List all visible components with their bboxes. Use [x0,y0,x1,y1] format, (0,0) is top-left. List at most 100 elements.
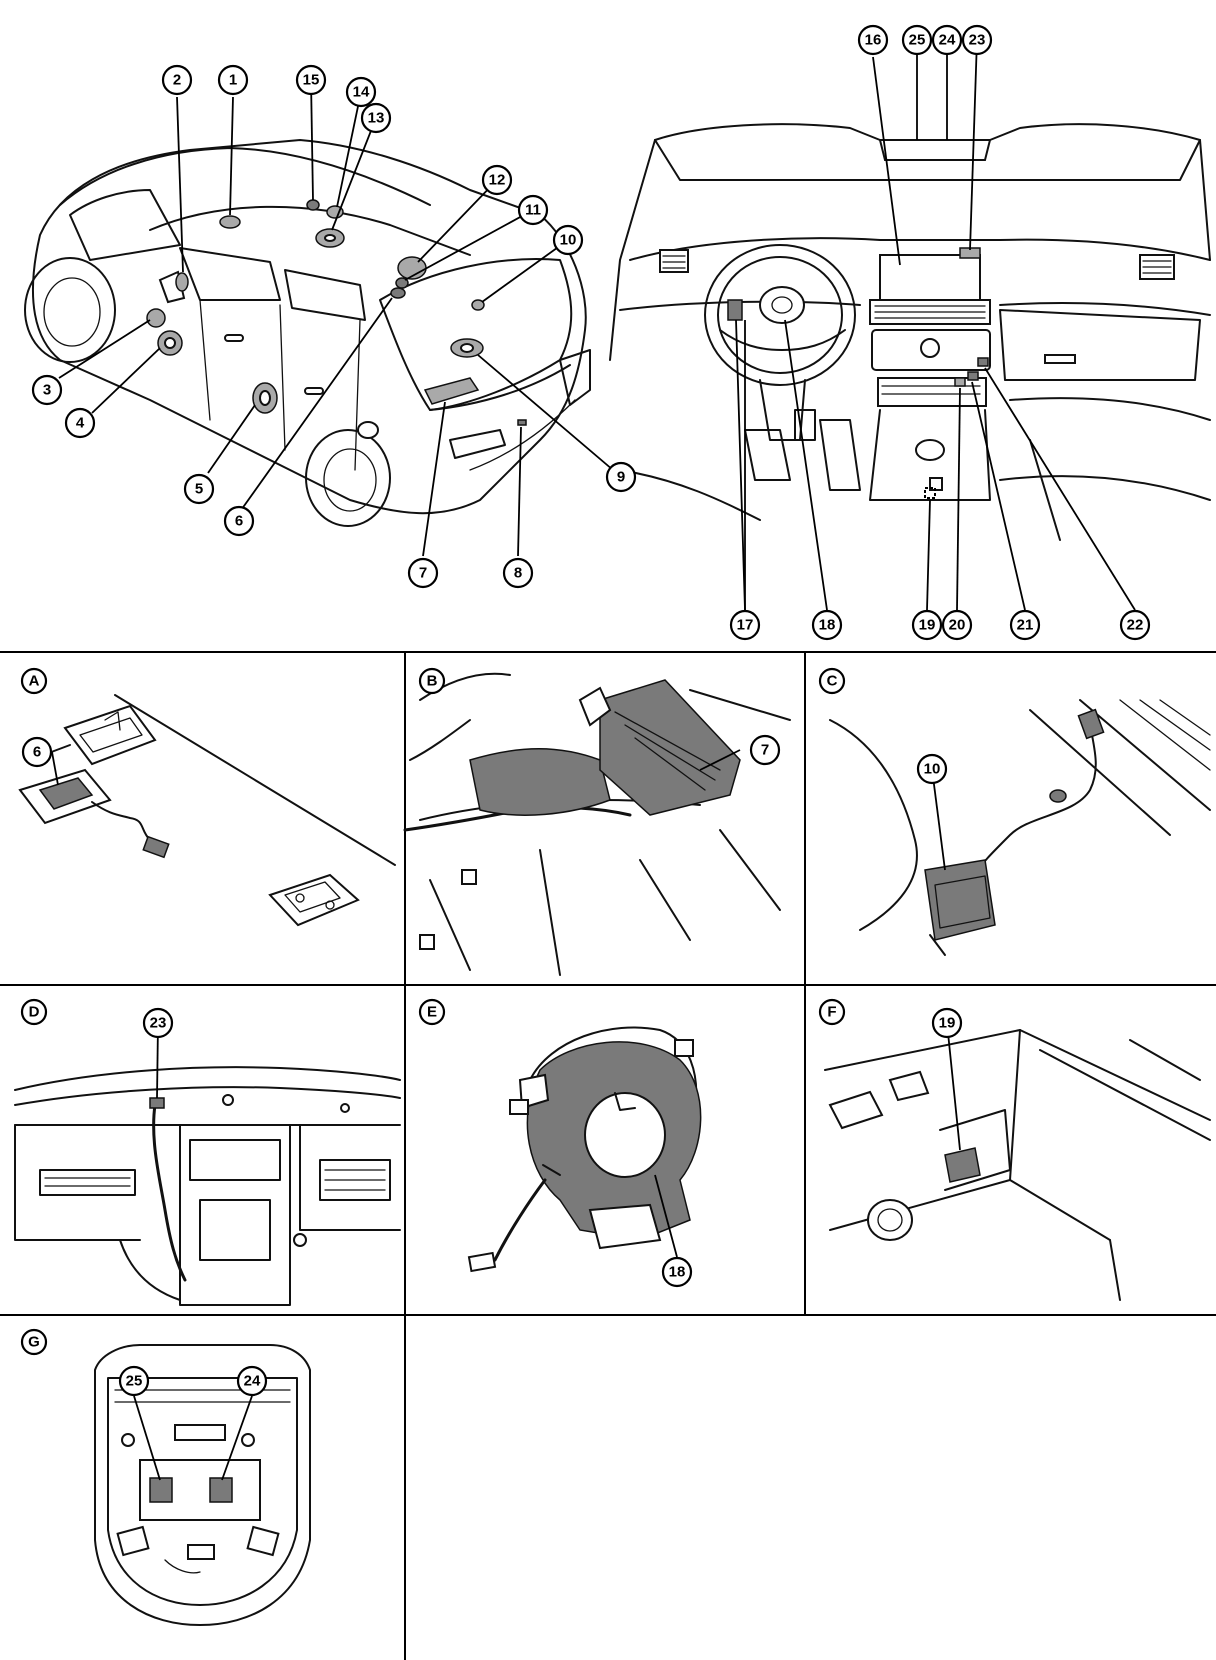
component-22 [977,357,989,367]
callout-14: 14 [345,76,377,108]
component-3 [146,308,166,328]
svg-text:A: A [29,673,40,690]
callout-25: 25 [901,24,933,56]
svg-text:15: 15 [303,72,320,89]
svg-text:5: 5 [195,481,203,498]
callout-22: 22 [1119,609,1151,641]
panel-letter-a: A [20,667,48,695]
svg-text:19: 19 [939,1015,956,1032]
panel-a-illustration [18,694,396,927]
svg-text:21: 21 [1017,617,1034,634]
panel-b-callout-7: 7 [749,734,781,766]
component-19 [924,487,936,499]
callout-12: 12 [481,164,513,196]
component-2 [175,272,189,292]
svg-text:10: 10 [924,761,941,778]
callout-6: 6 [223,505,255,537]
panel-d-component-23 [149,1097,165,1109]
panel-letter-f: F [818,998,846,1026]
svg-text:6: 6 [235,513,243,530]
callout-19: 19 [911,609,943,641]
callout-5: 5 [183,473,215,505]
svg-text:4: 4 [76,415,85,432]
component-21 [967,371,979,381]
svg-text:E: E [427,1004,437,1021]
callout-1: 1 [217,64,249,96]
panel-f-illustration [824,1029,1211,1301]
car-exterior-illustration [24,139,591,527]
svg-text:19: 19 [919,617,936,634]
component-20 [954,377,966,387]
svg-text:25: 25 [126,1373,143,1390]
callout-11: 11 [517,194,549,226]
callout-23: 23 [961,24,993,56]
callout-21: 21 [1009,609,1041,641]
component-7 [423,377,480,405]
svg-text:22: 22 [1127,617,1144,634]
svg-text:14: 14 [353,84,370,101]
svg-text:6: 6 [33,744,41,761]
panel-b-wiring [469,748,611,816]
panel-d-illustration [14,1066,401,1306]
svg-text:12: 12 [489,172,506,189]
panel-g-component-25 [149,1477,173,1503]
svg-text:18: 18 [669,1264,686,1281]
callout-16: 16 [857,24,889,56]
callout-7: 7 [407,557,439,589]
panel-letter-e: E [418,998,446,1026]
svg-text:9: 9 [617,469,625,486]
panel-grid [0,651,1216,1660]
svg-text:F: F [827,1004,836,1021]
svg-text:7: 7 [761,742,769,759]
svg-text:13: 13 [368,110,385,127]
component-1 [219,215,241,229]
svg-text:2: 2 [173,72,181,89]
panel-g-component-24 [209,1477,233,1503]
callout-17: 17 [729,609,761,641]
panel-c-component-10 [924,859,996,941]
panel-g-illustration [94,1344,311,1626]
svg-text:1: 1 [229,72,237,89]
callout-4: 4 [64,407,96,439]
callout-markers: 1 2 3 4 5 6 7 8 9 10 11 12 13 14 15 16 1… [21,24,1151,1397]
component-6 [390,287,406,299]
svg-text:8: 8 [514,565,522,582]
component-11 [395,277,409,289]
panel-letter-g: G [20,1328,48,1356]
panel-f-callout-19: 19 [931,1007,963,1039]
svg-text:10: 10 [560,232,577,249]
callout-2: 2 [161,64,193,96]
panel-c-callout-10: 10 [916,753,948,785]
panel-letter-d: D [20,998,48,1026]
callout-15: 15 [295,64,327,96]
svg-text:17: 17 [737,617,754,634]
svg-text:20: 20 [949,617,966,634]
component-15 [306,199,320,211]
svg-text:3: 3 [43,382,51,399]
svg-text:25: 25 [909,32,926,49]
panel-c-illustration [829,699,1211,956]
panel-e-callout-18: 18 [661,1256,693,1288]
svg-text:7: 7 [419,565,427,582]
panel-letters: A B C D E F G [20,667,846,1356]
svg-text:23: 23 [150,1015,167,1032]
callout-18: 18 [811,609,843,641]
svg-text:G: G [28,1334,40,1351]
svg-text:D: D [29,1004,40,1021]
callout-10: 10 [552,224,584,256]
component-14 [326,205,344,219]
svg-text:16: 16 [865,32,882,49]
svg-text:11: 11 [525,202,541,219]
panel-g-callout-25: 25 [118,1365,150,1397]
svg-text:18: 18 [819,617,836,634]
component-8 [517,419,527,426]
svg-text:23: 23 [969,32,986,49]
component-10 [471,299,485,311]
panel-d-callout-23: 23 [142,1007,174,1039]
callout-9: 9 [605,461,637,493]
panel-b-illustration [403,672,791,976]
car-components [146,199,527,426]
component-17 [727,299,743,321]
